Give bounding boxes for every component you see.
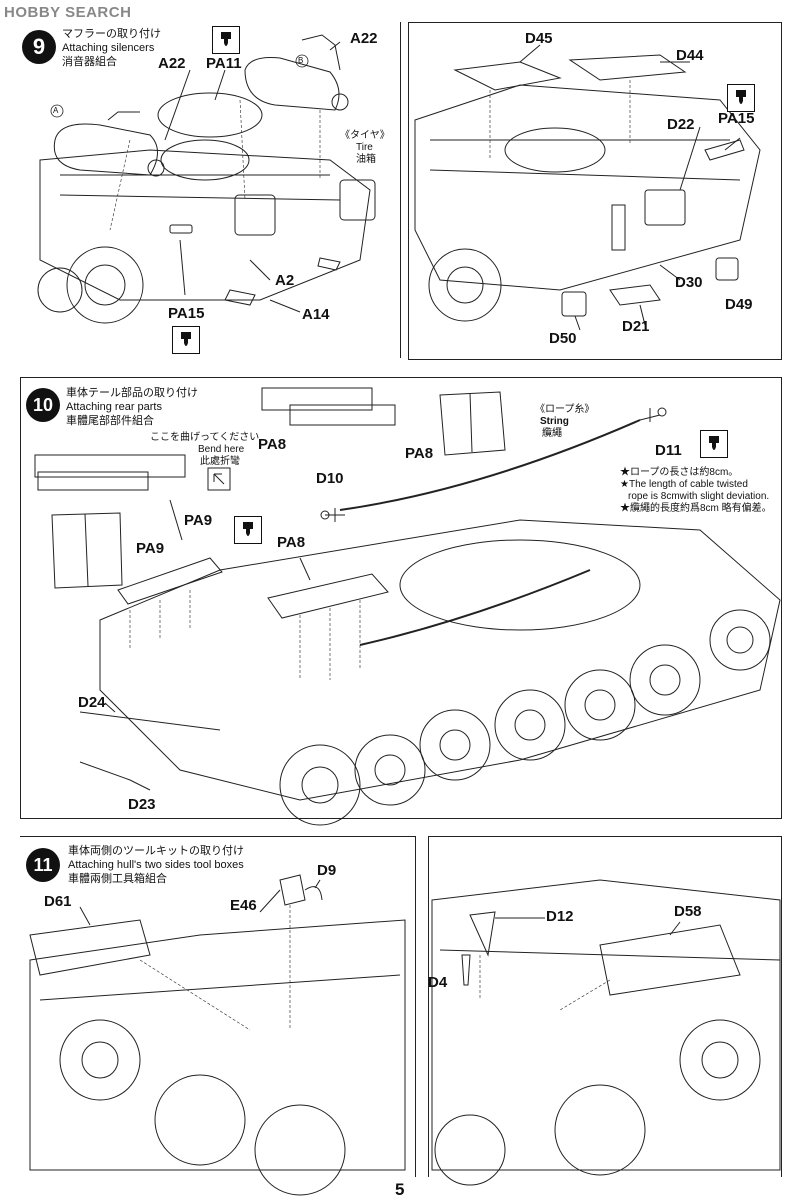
label-d11: D11 <box>655 442 682 459</box>
label-d10: D10 <box>316 470 344 487</box>
step10-title-en: Attaching rear parts <box>66 401 162 413</box>
string-cn: 纜繩 <box>542 428 562 439</box>
step11-title-cn: 車體兩側工具箱組合 <box>68 873 167 885</box>
step10-number: 10 <box>26 388 60 422</box>
step9-number: 9 <box>22 30 56 64</box>
page-number: 5 <box>395 1180 405 1199</box>
glue-icon <box>700 430 728 458</box>
bend-en: Bend here <box>198 444 245 455</box>
label-d30: D30 <box>675 274 703 291</box>
label-e46: E46 <box>230 897 257 914</box>
step11-right-panel <box>428 836 782 1177</box>
string-en: String <box>540 416 569 427</box>
watermark: HOBBY SEARCH <box>4 4 132 21</box>
step11-title-jp: 車体両側のツールキットの取り付け <box>68 845 244 857</box>
label-a14: A14 <box>302 306 330 323</box>
marker-a: A <box>53 106 59 115</box>
label-a22-left: A22 <box>158 55 186 72</box>
label-a22-top: A22 <box>350 30 378 47</box>
bend-jp: ここを曲げってください <box>150 432 260 443</box>
label-d4: D4 <box>428 974 448 991</box>
label-pa11: PA11 <box>206 55 242 72</box>
step11-left-panel <box>20 836 416 1177</box>
step9-title-cn: 消音器組合 <box>62 56 117 68</box>
tire-cn: 油箱 <box>356 154 376 165</box>
label-d50: D50 <box>549 330 577 347</box>
glue-icon <box>212 26 240 54</box>
step9-right-panel <box>408 22 782 360</box>
label-d9: D9 <box>317 862 337 879</box>
glue-icon <box>234 516 262 544</box>
marker-b: B <box>298 56 304 65</box>
rope-note-jp: ★ロープの長さは約8cm。 <box>620 467 739 478</box>
label-a2: A2 <box>275 272 295 289</box>
bend-cn: 此處折彎 <box>200 456 240 467</box>
label-d12: D12 <box>546 908 574 925</box>
step11-number: 11 <box>26 848 60 882</box>
step10-title-cn: 車體尾部部件組合 <box>66 415 154 427</box>
label-pa8-right: PA8 <box>405 445 434 462</box>
tire-jp: 《タイヤ》 <box>340 130 390 141</box>
label-d61: D61 <box>44 893 72 910</box>
label-d45: D45 <box>525 30 553 47</box>
label-pa15-right: PA15 <box>718 110 755 127</box>
label-pa8-middle: PA8 <box>277 534 306 551</box>
step9-title-jp: マフラーの取り付け <box>62 28 161 40</box>
step10-title-jp: 車体テール部品の取り付け <box>66 387 198 399</box>
label-d58: D58 <box>674 903 702 920</box>
step9-left-panel <box>20 22 401 358</box>
string-jp: 《ロープ糸》 <box>535 404 595 415</box>
label-pa15-left: PA15 <box>168 305 205 322</box>
label-pa8-top: PA8 <box>258 436 287 453</box>
rope-note-en1: ★The length of cable twisted <box>620 479 748 490</box>
rope-note-cn: ★纜繩的長度約爲8cm 略有偏差。 <box>620 503 772 514</box>
label-d44: D44 <box>676 47 704 64</box>
step9-title-en: Attaching silencers <box>62 42 155 54</box>
label-d22: D22 <box>667 116 695 133</box>
step11-title-en: Attaching hull's two sides tool boxes <box>68 859 244 871</box>
tire-en: Tire <box>356 142 373 153</box>
glue-icon <box>727 84 755 112</box>
rope-note-en2: rope is 8cmwith slight deviation. <box>628 491 770 502</box>
label-d23: D23 <box>128 796 156 813</box>
label-pa9-left: PA9 <box>136 540 165 557</box>
label-d24: D24 <box>78 694 106 711</box>
label-pa9-top: PA9 <box>184 512 213 529</box>
label-d49: D49 <box>725 296 753 313</box>
glue-icon <box>172 326 200 354</box>
label-d21: D21 <box>622 318 650 335</box>
